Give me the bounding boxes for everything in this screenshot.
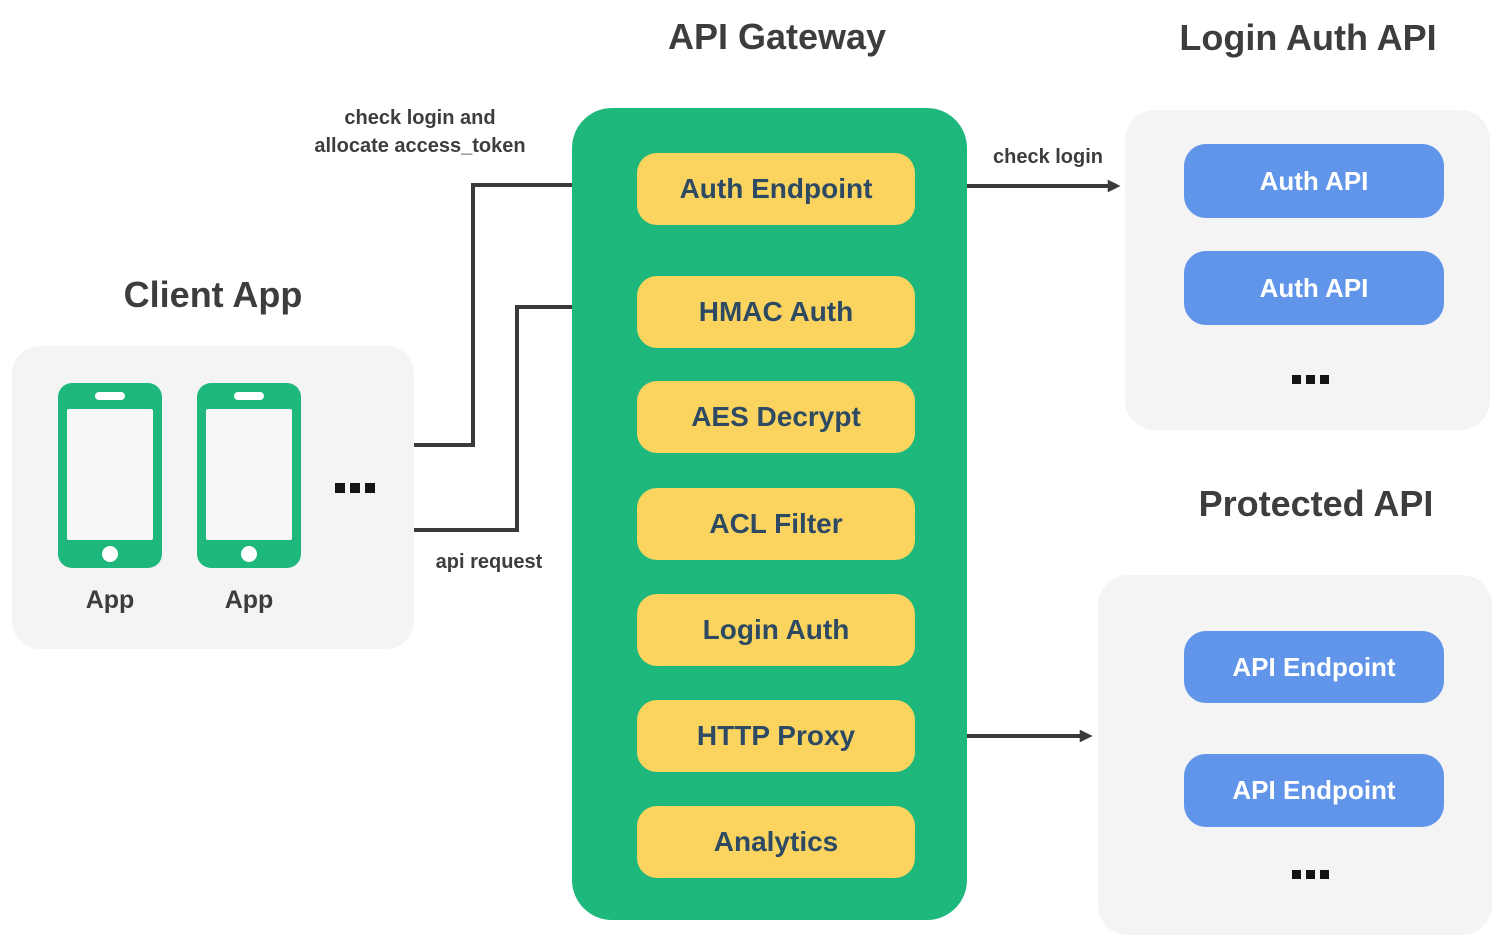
edge-label-check-login-allocate: check login and allocate access_token (270, 104, 570, 160)
protected-api-title: Protected API (1198, 483, 1434, 524)
phone-speaker-icon (234, 392, 264, 400)
phone-icon (197, 383, 301, 568)
node-api-endpoint: API Endpoint (1184, 631, 1444, 703)
phone-screen-icon (67, 409, 153, 540)
node-auth-api: Auth API (1184, 251, 1444, 325)
phone-home-button-icon (102, 546, 118, 562)
app-label: App (85, 586, 135, 614)
node-hmac-auth: HMAC Auth (637, 276, 915, 348)
protected-api-panel: API Endpoint API Endpoint (1098, 575, 1492, 935)
api-gateway-panel: Auth Endpoint HMAC Auth AES Decrypt ACL … (572, 108, 967, 920)
node-login-auth: Login Auth (637, 594, 915, 666)
login-auth-api-panel: Auth API Auth API (1125, 110, 1490, 430)
edge-label-check-login: check login (992, 146, 1104, 168)
phone-home-button-icon (241, 546, 257, 562)
node-aes-decrypt: AES Decrypt (637, 381, 915, 453)
api-gateway-title: API Gateway (667, 16, 887, 57)
edge-label-line2: allocate access_token (314, 135, 526, 157)
node-auth-api: Auth API (1184, 144, 1444, 218)
login-auth-api-title: Login Auth API (1179, 17, 1437, 58)
edge-label-api-request: api request (435, 551, 543, 573)
phone-screen-icon (206, 409, 292, 540)
node-http-proxy: HTTP Proxy (637, 700, 915, 772)
node-auth-endpoint: Auth Endpoint (637, 153, 915, 225)
client-app-panel: App App (12, 346, 414, 649)
node-acl-filter: ACL Filter (637, 488, 915, 560)
ellipsis-icon (1292, 375, 1329, 384)
ellipsis-icon (335, 483, 375, 493)
phone-icon (58, 383, 162, 568)
ellipsis-icon (1292, 870, 1329, 879)
app-label: App (224, 586, 274, 614)
edge-label-line1: check login and (344, 107, 496, 129)
client-app-title: Client App (123, 274, 303, 315)
node-api-endpoint: API Endpoint (1184, 754, 1444, 827)
phone-speaker-icon (95, 392, 125, 400)
node-analytics: Analytics (637, 806, 915, 878)
